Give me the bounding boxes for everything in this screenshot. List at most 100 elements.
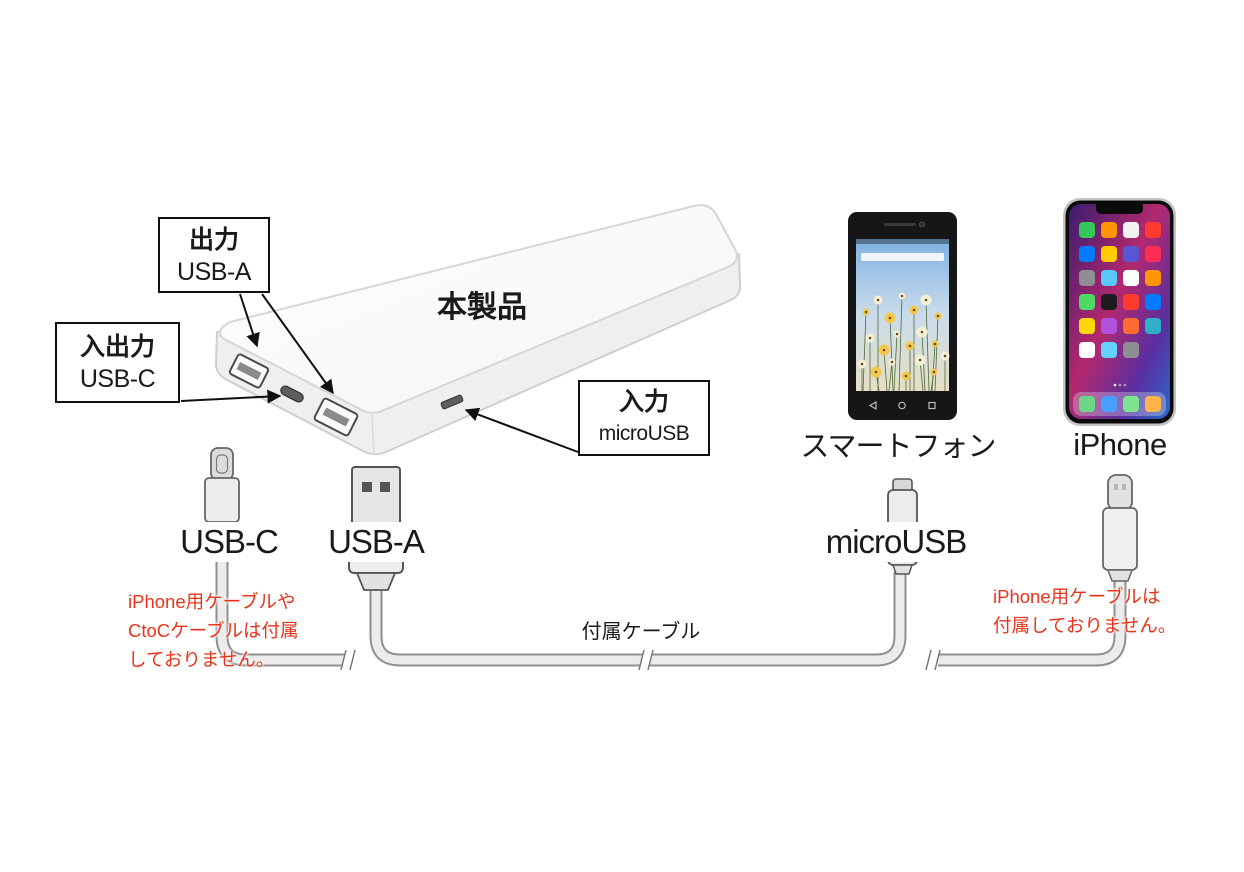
iphone-notch [1096,204,1143,214]
port-frame [280,385,304,403]
callout-output-usb-a: 出力 USB-A [158,217,270,293]
app-icon [1079,318,1095,334]
app-icon [1079,342,1095,358]
break-slash [340,649,347,671]
flower-center [908,344,912,348]
micro-usb-port [440,394,464,410]
app-icon [1123,318,1139,334]
flower-center [876,298,880,302]
iphone-dock [1073,392,1166,416]
app-icon [1101,246,1117,262]
flower-stem [862,311,867,392]
flower-center [932,370,936,374]
app-icon [1079,222,1095,238]
flower-center [895,332,899,336]
smartphone [848,212,957,420]
back-icon [868,400,877,411]
plug-hole [362,482,372,492]
plug-contact [1114,484,1118,490]
arrow-output-to-usb-a-2 [261,293,334,395]
power-bank [215,204,742,456]
app-icon-grid [1079,222,1161,412]
arrow-io-to-usb-c [180,389,282,404]
usb-c-cable [215,520,346,667]
plug-contact [1122,484,1126,490]
break-slash [638,649,645,671]
flower-center [888,316,892,320]
flower-center [936,314,940,318]
usb-c-connector-label: USB-C [177,522,281,562]
recents-icon [928,401,936,410]
note-right: iPhone用ケーブルは 付属しておりません。 [993,582,1176,640]
callout-port: USB-A [177,258,251,286]
app-icon [1123,342,1139,358]
port-tongue [236,361,262,381]
flower-center [912,308,916,312]
usb-c-port [280,385,304,403]
break-slash [647,649,654,671]
app-icon [1145,222,1161,238]
app-icon [1101,270,1117,286]
callout-title: 入力 [618,388,669,416]
iphone-label: iPhone [1073,427,1167,462]
callout-io-usb-c: 入出力 USB-C [55,322,180,403]
flower-center [933,342,937,346]
usb-c-plug [204,447,240,523]
plug-body [1102,507,1138,571]
break-slash [925,649,932,671]
flower-stem [893,333,898,392]
note-line: 付属しておりません。 [993,615,1177,636]
app-icon [1101,318,1117,334]
callout-arrows [180,293,579,453]
flower-center [900,294,904,298]
flower-center [890,360,894,364]
app-icon [1079,246,1095,262]
flower-stem [883,349,888,392]
plug-hole [380,482,390,492]
flower-stem [898,295,903,392]
page-dot [1118,383,1122,387]
break-slash [349,649,356,671]
plug-tip [1107,474,1133,511]
included-cable [369,572,907,667]
flower-stem [925,299,930,392]
app-icon [1079,294,1095,310]
home-icon [898,401,906,410]
plug-shell [351,466,401,526]
smartphone-status-bar [856,239,949,244]
flower-stem [889,317,894,392]
callout-input-micro-usb: 入力 microUSB [578,380,710,456]
usb-a-connector-label: USB-A [325,522,427,562]
note-line: iPhone用ケーブルは [993,586,1161,607]
micro-usb-connector-label: microUSB [822,522,970,562]
iphone [1063,198,1176,426]
cables [215,520,1127,667]
cable-core [938,580,1125,665]
smartphone-label: スマートフォン [800,431,996,463]
callout-port: USB-C [79,365,156,393]
flower-center [882,348,886,352]
cable-core [371,572,905,665]
dock-app-icon [1123,396,1139,412]
callout-title: 出力 [188,226,239,254]
flower-center [864,310,868,314]
lightning-cable [938,580,1127,667]
smartphone-nav-bar [868,400,936,411]
power-bank-top [219,204,738,414]
flower-center [904,374,908,378]
app-icon [1145,246,1161,262]
arrow-output-to-usb-a-1 [239,293,260,348]
note-line: iPhone用ケーブルや [128,591,296,612]
smartphone-camera [919,221,926,228]
smartphone-search-bar [861,253,944,261]
flower-center [860,362,864,366]
dock-app-icon [1101,396,1117,412]
cable-outline [369,572,907,667]
flower-stem [888,361,893,392]
plug-slot [215,454,229,474]
power-bank-edge [371,413,375,456]
callout-port: microUSB [598,422,690,445]
app-icon [1145,318,1161,334]
app-icon [1101,342,1117,358]
